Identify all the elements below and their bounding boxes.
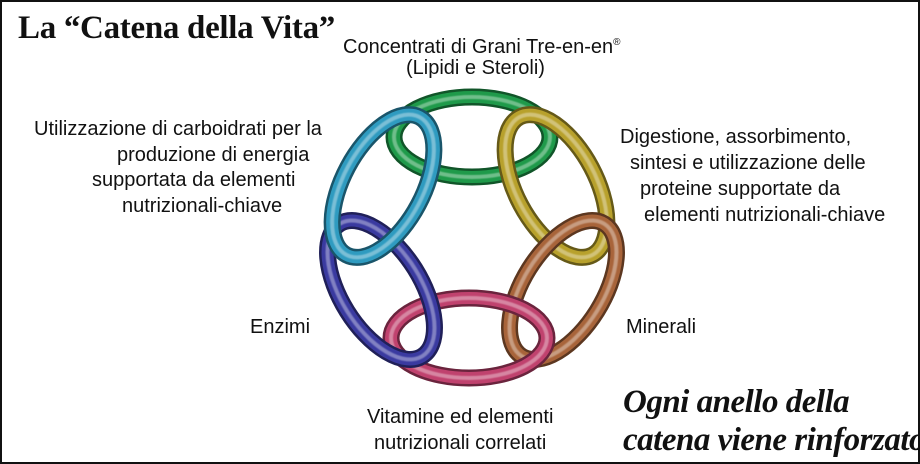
chain-link-proteine [496, 106, 616, 266]
label-enzimi: Enzimi [250, 316, 311, 338]
registered-mark: ® [613, 37, 621, 48]
chain-link-lipidi [385, 88, 559, 186]
label-vitamine-line2: nutrizionali correlati [374, 432, 547, 454]
label-minerali: Minerali [626, 316, 697, 338]
tagline: Ogni anello della catena viene rinforzat… [623, 383, 920, 459]
label-lipidi-line1: Concentrati di Grani Tre-en-en® [343, 36, 621, 58]
label-lipidi-line2: (Lipidi e Steroli) [406, 57, 545, 79]
label-carboidrati-line3: supportata da elementi [92, 169, 296, 191]
chain-link-vitamine [382, 289, 556, 387]
tagline-line2: catena viene rinforzato [623, 422, 920, 458]
label-carboidrati-line1: Utilizzazione di carboidrati per la [34, 118, 322, 140]
label-carboidrati-line4: nutrizionali-chiave [122, 195, 283, 217]
chain-link-minerali [501, 212, 625, 368]
chain-link-carboidrati [323, 106, 443, 266]
label-proteine-line1: Digestione, assorbimento, [620, 126, 852, 148]
tagline-line1: Ogni anello della [623, 384, 850, 420]
label-proteine-line2: sintesi e utilizzazione delle [630, 152, 866, 174]
diagram-title: La “Catena della Vita” [18, 10, 335, 46]
label-proteine-line4: elementi nutrizionali-chiave [644, 204, 886, 226]
label-carboidrati-line2: produzione di energia [117, 144, 310, 166]
label-proteine-line3: proteine supportate da [640, 178, 841, 200]
label-vitamine-line1: Vitamine ed elementi [367, 406, 554, 428]
